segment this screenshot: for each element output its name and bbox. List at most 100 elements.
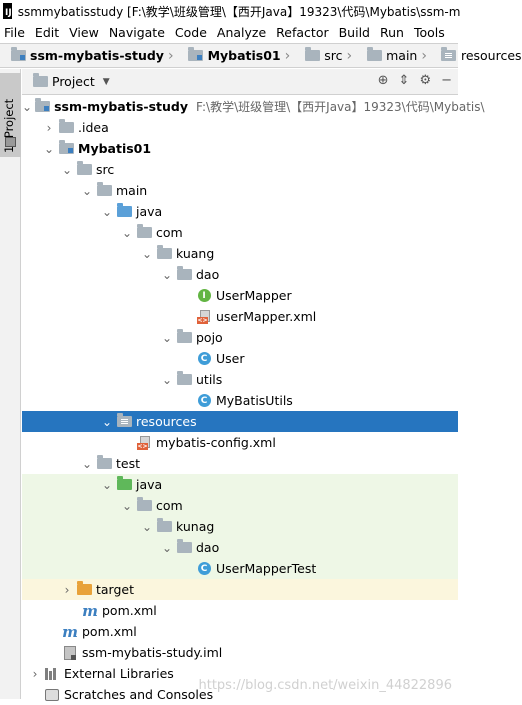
expanded-arrow-icon[interactable]: ⌄ [22, 99, 33, 114]
collapsed-arrow-icon[interactable]: › [46, 120, 52, 135]
tree-node-usermapper-xml[interactable]: <> userMapper.xml [197, 309, 317, 324]
breadcrumb-resources[interactable]: resources [439, 47, 522, 63]
tree-node-test-java[interactable]: ⌄ java [22, 474, 458, 495]
class-icon: C [196, 394, 212, 408]
gear-icon[interactable]: ⚙ [419, 73, 432, 88]
module-folder-icon [188, 47, 204, 63]
menu-navigate[interactable]: Navigate [108, 24, 165, 40]
tree-node-root-pom-xml[interactable]: m pom.xml [62, 622, 137, 641]
tree-node-pojo[interactable]: ⌄ pojo [161, 329, 223, 345]
package-icon [176, 329, 192, 345]
expanded-arrow-icon[interactable]: ⌄ [161, 540, 173, 555]
package-icon [176, 266, 192, 282]
tree-node-usermapper[interactable]: I UserMapper [22, 285, 458, 306]
collapse-all-icon[interactable]: ⇕ [398, 73, 410, 88]
expanded-arrow-icon[interactable]: ⌄ [141, 519, 153, 534]
tree-node-test-dao[interactable]: ⌄ dao [22, 537, 458, 558]
expanded-arrow-icon[interactable]: ⌄ [101, 477, 113, 492]
tree-node-usermappertest[interactable]: C UserMapperTest [22, 558, 458, 579]
maven-icon: m [62, 622, 78, 641]
menu-file[interactable]: File [4, 24, 25, 40]
menu-view[interactable]: View [69, 24, 99, 40]
expanded-arrow-icon[interactable]: ⌄ [161, 330, 173, 345]
module-folder-icon [34, 98, 50, 114]
package-icon [156, 518, 172, 534]
expanded-arrow-icon[interactable]: ⌄ [101, 414, 113, 429]
folder-icon [96, 182, 112, 198]
module-folder-icon [58, 140, 74, 156]
tree-node-mybatis-config-xml[interactable]: <> mybatis-config.xml [136, 435, 276, 450]
library-icon [44, 667, 60, 681]
expanded-arrow-icon[interactable]: ⌄ [121, 498, 133, 513]
menu-code[interactable]: Code [174, 24, 207, 40]
expanded-arrow-icon[interactable]: ⌄ [43, 141, 55, 156]
watermark: https://blog.csdn.net/weixin_44822896 [198, 678, 452, 693]
tree-node-kuang[interactable]: ⌄ kuang [141, 245, 215, 261]
excluded-folder-icon [76, 581, 92, 597]
project-panel-header: Project ▼ ⊕ ⇕ ⚙ − [22, 69, 458, 95]
expanded-arrow-icon[interactable]: ⌄ [141, 246, 153, 261]
tree-node-mybatisutils[interactable]: C MyBatisUtils [22, 390, 458, 411]
menu-tools[interactable]: Tools [413, 24, 445, 40]
tree-node-idea[interactable]: › .idea [22, 117, 458, 138]
expanded-arrow-icon[interactable]: ⌄ [61, 162, 73, 177]
folder-icon [58, 119, 74, 135]
breadcrumb-src[interactable]: src › [302, 47, 358, 64]
title-bar: IJ ssmmybatisstudy [F:\教学\班级管理\【西开Java】1… [0, 0, 461, 22]
tree-node-target[interactable]: › target [22, 579, 458, 600]
chevron-down-icon: ▼ [102, 76, 110, 87]
interface-icon: I [196, 289, 212, 303]
menu-build[interactable]: Build [338, 24, 370, 40]
project-icon [32, 73, 48, 89]
expanded-arrow-icon[interactable]: ⌄ [121, 225, 133, 240]
package-icon [136, 497, 152, 513]
breadcrumb-main[interactable]: main › [364, 47, 433, 64]
project-tool-tab[interactable]: 1: Project [0, 73, 21, 157]
expanded-arrow-icon[interactable]: ⌄ [81, 183, 93, 198]
tree-node-test-com[interactable]: ⌄ com [22, 495, 458, 516]
tree-node-resources[interactable]: ⌄ resources [22, 411, 458, 432]
tree-node-module-pom-xml[interactable]: m pom.xml [82, 601, 157, 620]
tree-node-mybatis01[interactable]: ⌄ Mybatis01 [43, 140, 152, 156]
package-icon [176, 371, 192, 387]
menu-refactor[interactable]: Refactor [276, 24, 329, 40]
menu-edit[interactable]: Edit [34, 24, 60, 40]
tree-node-user[interactable]: C User [22, 348, 458, 369]
folder-icon [304, 47, 320, 63]
tree-node-iml[interactable]: ssm-mybatis-study.iml [22, 642, 458, 663]
breadcrumb-project[interactable]: ssm-mybatis-study › [8, 47, 180, 64]
expanded-arrow-icon[interactable]: ⌄ [161, 372, 173, 387]
minimize-icon[interactable]: − [441, 73, 452, 88]
tree-node-ssm-mybatis-study[interactable]: ⌄ ssm-mybatis-study F:\教学\班级管理\【西开Java】1… [22, 98, 485, 114]
tree-node-kunag[interactable]: ⌄ kunag [22, 516, 458, 537]
xml-file-icon: <> [136, 435, 152, 450]
breadcrumb-module[interactable]: Mybatis01 › [186, 47, 297, 64]
tree-node-src[interactable]: ⌄ src [61, 161, 115, 177]
tree-node-test[interactable]: ⌄ test [81, 455, 141, 471]
iml-file-icon [62, 645, 78, 660]
tool-window-strip: 1: Project [0, 69, 21, 699]
menu-run[interactable]: Run [380, 24, 404, 40]
intellij-logo-icon: IJ [3, 3, 12, 19]
tree-node-utils[interactable]: ⌄ utils [161, 371, 223, 387]
chevron-right-icon: › [421, 47, 427, 64]
expanded-arrow-icon[interactable]: ⌄ [161, 267, 173, 282]
tree-node-java[interactable]: ⌄ java [101, 203, 163, 219]
tree-node-external-libraries[interactable]: › External Libraries [22, 663, 458, 684]
project-icon [5, 137, 16, 147]
tree-node-dao[interactable]: ⌄ dao [161, 266, 220, 282]
tree-node-scratches[interactable]: Scratches and Consoles [22, 684, 458, 705]
scratches-icon [44, 688, 60, 702]
expanded-arrow-icon[interactable]: ⌄ [81, 456, 93, 471]
collapsed-arrow-icon[interactable]: › [64, 582, 70, 597]
expanded-arrow-icon[interactable]: ⌄ [101, 204, 113, 219]
window-title: ssmmybatisstudy [F:\教学\班级管理\【西开Java】1932… [17, 4, 461, 19]
panel-title: Project [52, 74, 95, 89]
resources-folder-icon [116, 413, 132, 429]
menu-analyze[interactable]: Analyze [216, 24, 267, 40]
project-view-selector[interactable]: Project ▼ [30, 73, 110, 89]
tree-node-main[interactable]: ⌄ main [81, 182, 148, 198]
locate-icon[interactable]: ⊕ [377, 73, 389, 88]
tree-node-com[interactable]: ⌄ com [121, 224, 183, 240]
collapsed-arrow-icon[interactable]: › [32, 666, 38, 681]
